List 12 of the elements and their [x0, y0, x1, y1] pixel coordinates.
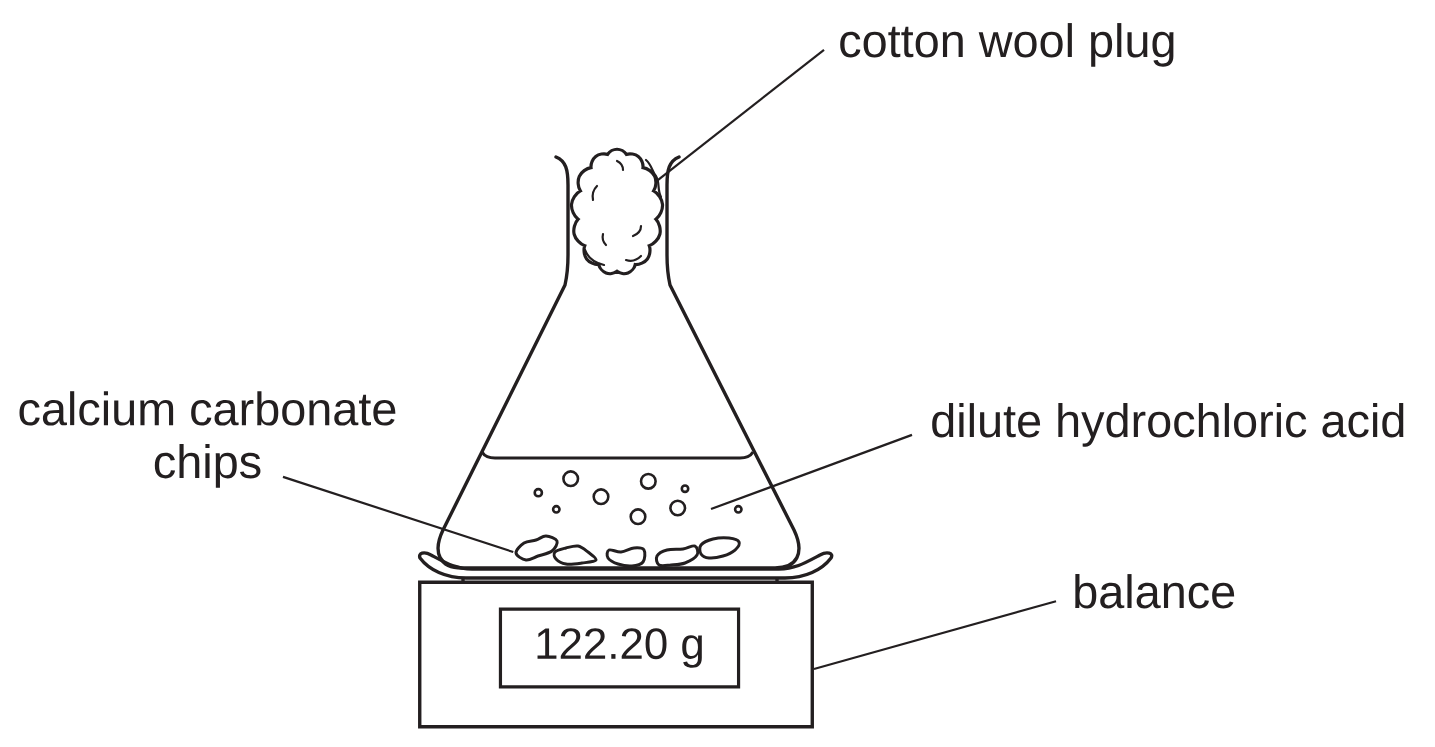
- label: balance: [1075, 574, 1235, 609]
- label: dilute hydrochloric acid: [932, 403, 1404, 447]
- cotton-wool-plug: [569, 147, 665, 276]
- balance: [418, 580, 814, 729]
- chips: [514, 534, 741, 568]
- label: calcium carbonate chips: [19, 391, 396, 488]
- display: 122.20 g: [498, 607, 741, 689]
- leader-line: [710, 433, 913, 511]
- leader-line: [656, 49, 825, 182]
- leader-line: [282, 475, 514, 554]
- leader-line: [813, 600, 1057, 671]
- label: cotton wool plug: [840, 23, 1174, 67]
